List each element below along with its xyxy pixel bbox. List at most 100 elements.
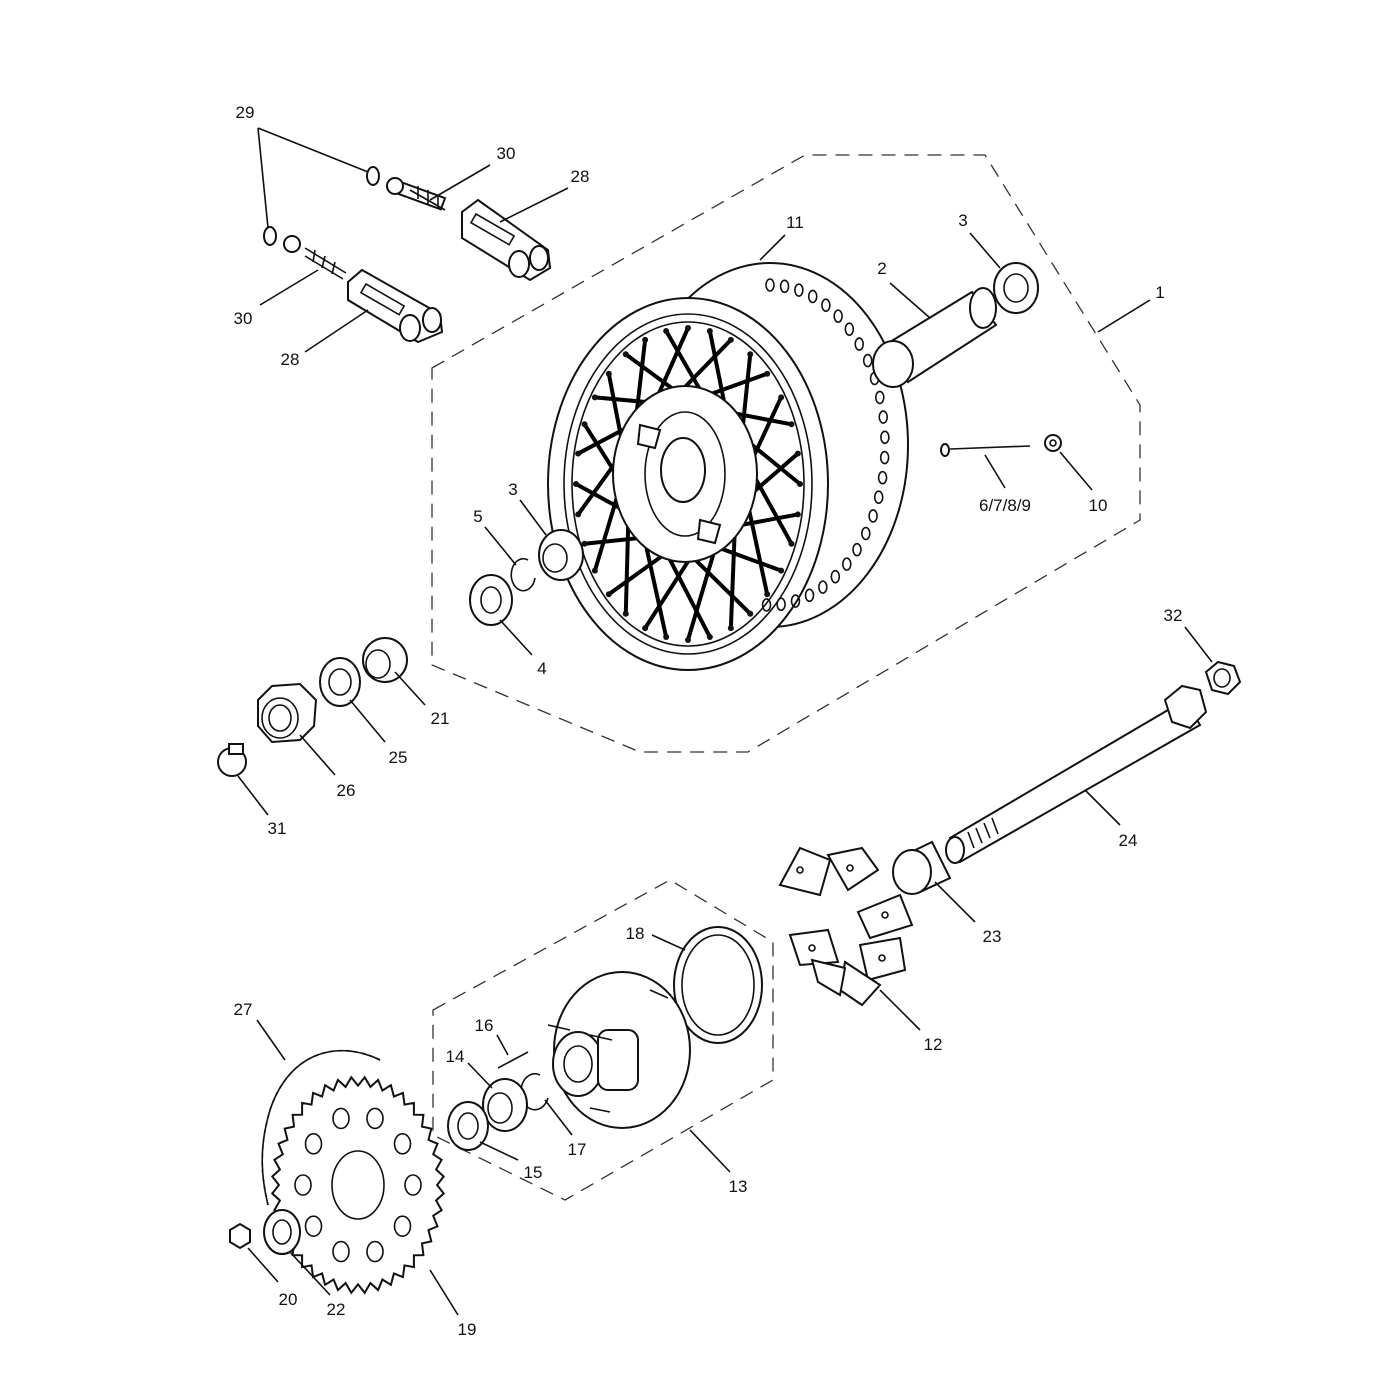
spoke [686,550,752,616]
rim-hole [833,309,843,323]
callout-5: 5 [473,507,482,526]
washer-22 [263,1209,301,1255]
axle-nut-26 [257,682,318,744]
balance-weight [940,434,1062,457]
rim-hole [807,289,818,304]
spoke-nipple [663,327,670,334]
rim-hole [879,450,890,465]
rim-hole [841,557,852,571]
spoke-nipple [642,625,649,632]
spoke-nipple [797,481,803,487]
wheel-bearing-right [993,262,1039,314]
rim-hole [861,526,871,541]
washer-25 [319,657,361,707]
spoke-nipple [788,421,795,428]
sprocket-carrier [547,971,691,1129]
callout-14: 14 [446,1047,465,1066]
spoke-nipple [794,511,801,518]
callout-29: 29 [236,103,255,122]
rim-hole [776,597,786,612]
callout-23: 23 [983,927,1002,946]
callout-20: 20 [279,1290,298,1309]
spoke-nipple [685,325,691,331]
sprocket-hole [393,1215,412,1237]
callout-15: 15 [524,1163,543,1182]
sprocket-hole [294,1174,312,1196]
spoke-nipple [706,634,713,641]
callout-4: 4 [537,659,546,678]
callout-labels: 1 2 3 3 4 5 6/7/8/9 10 11 12 13 14 15 16… [234,103,1183,1339]
rim-hole [821,298,831,312]
spoke-nipple [706,327,713,334]
spoke [643,549,697,630]
spacer-23 [892,840,952,895]
rim-hole [862,353,873,368]
callout-19: 19 [458,1320,477,1339]
rim-hole [868,509,878,523]
callout-30-lower: 30 [234,309,253,328]
callout-12: 12 [924,1035,943,1054]
callout-1: 1 [1155,283,1164,302]
callout-18: 18 [626,924,645,943]
seal-18 [673,926,763,1044]
spacer-21 [362,637,408,683]
spoke-nipple [685,637,691,643]
callout-10: 10 [1089,496,1108,515]
spoked-wheel [547,262,909,671]
spoke-nipple [605,591,612,598]
spoke-nipple [727,336,734,343]
spoke-nipple [663,634,670,641]
spoke-nipple [573,481,579,487]
callout-16: 16 [475,1016,494,1035]
spoke-nipple [622,351,629,358]
spoke-nipple [591,567,598,574]
rim-hole [880,430,890,445]
spoke-nipple [794,450,801,457]
spoke-nipple [581,421,588,428]
spoke-nipple [764,591,771,598]
nut-20 [229,1222,251,1250]
callout-6-7-8-9: 6/7/8/9 [979,496,1031,515]
spoke-nipple [575,450,582,457]
spoke-nipple [642,336,649,343]
wheel-bearing-left [538,529,584,581]
rear-sprocket [270,1075,446,1295]
rim-hole [878,410,889,424]
callout-21: 21 [431,709,450,728]
rear-axle [945,684,1208,864]
callout-31: 31 [268,819,287,838]
leader-lines [237,127,1213,1316]
callout-32: 32 [1164,606,1183,625]
axle-nut-32 [1204,660,1242,696]
callout-13: 13 [729,1177,748,1196]
cap-31 [217,743,247,777]
callout-11: 11 [786,213,804,232]
callout-3-lower: 3 [508,480,517,499]
callout-3-upper: 3 [958,211,967,230]
rim-hole [874,390,885,405]
callout-22: 22 [327,1300,346,1319]
rim-hole [761,598,772,612]
rim-hole [804,588,815,603]
rim-hole [844,322,855,336]
spoke-nipple [788,540,795,547]
bearing-14 [482,1078,528,1132]
rim-hole [794,283,804,297]
rim-hole [830,569,841,584]
rim-hole [818,580,828,594]
sprocket-hole [304,1133,323,1155]
callout-26: 26 [337,781,356,800]
chain-adjuster-lower [263,226,444,344]
callout-25: 25 [389,748,408,767]
callout-2: 2 [877,259,886,278]
seal-4 [469,574,513,626]
sprocket-hole [332,1107,350,1130]
sprocket-hole [404,1174,422,1196]
chain-adjuster-upper [366,166,552,282]
callout-24: 24 [1119,831,1138,850]
pin-16 [497,1051,529,1069]
spoke-nipple [727,625,734,632]
spoke-nipple [622,610,629,617]
callout-28-upper: 28 [571,167,590,186]
